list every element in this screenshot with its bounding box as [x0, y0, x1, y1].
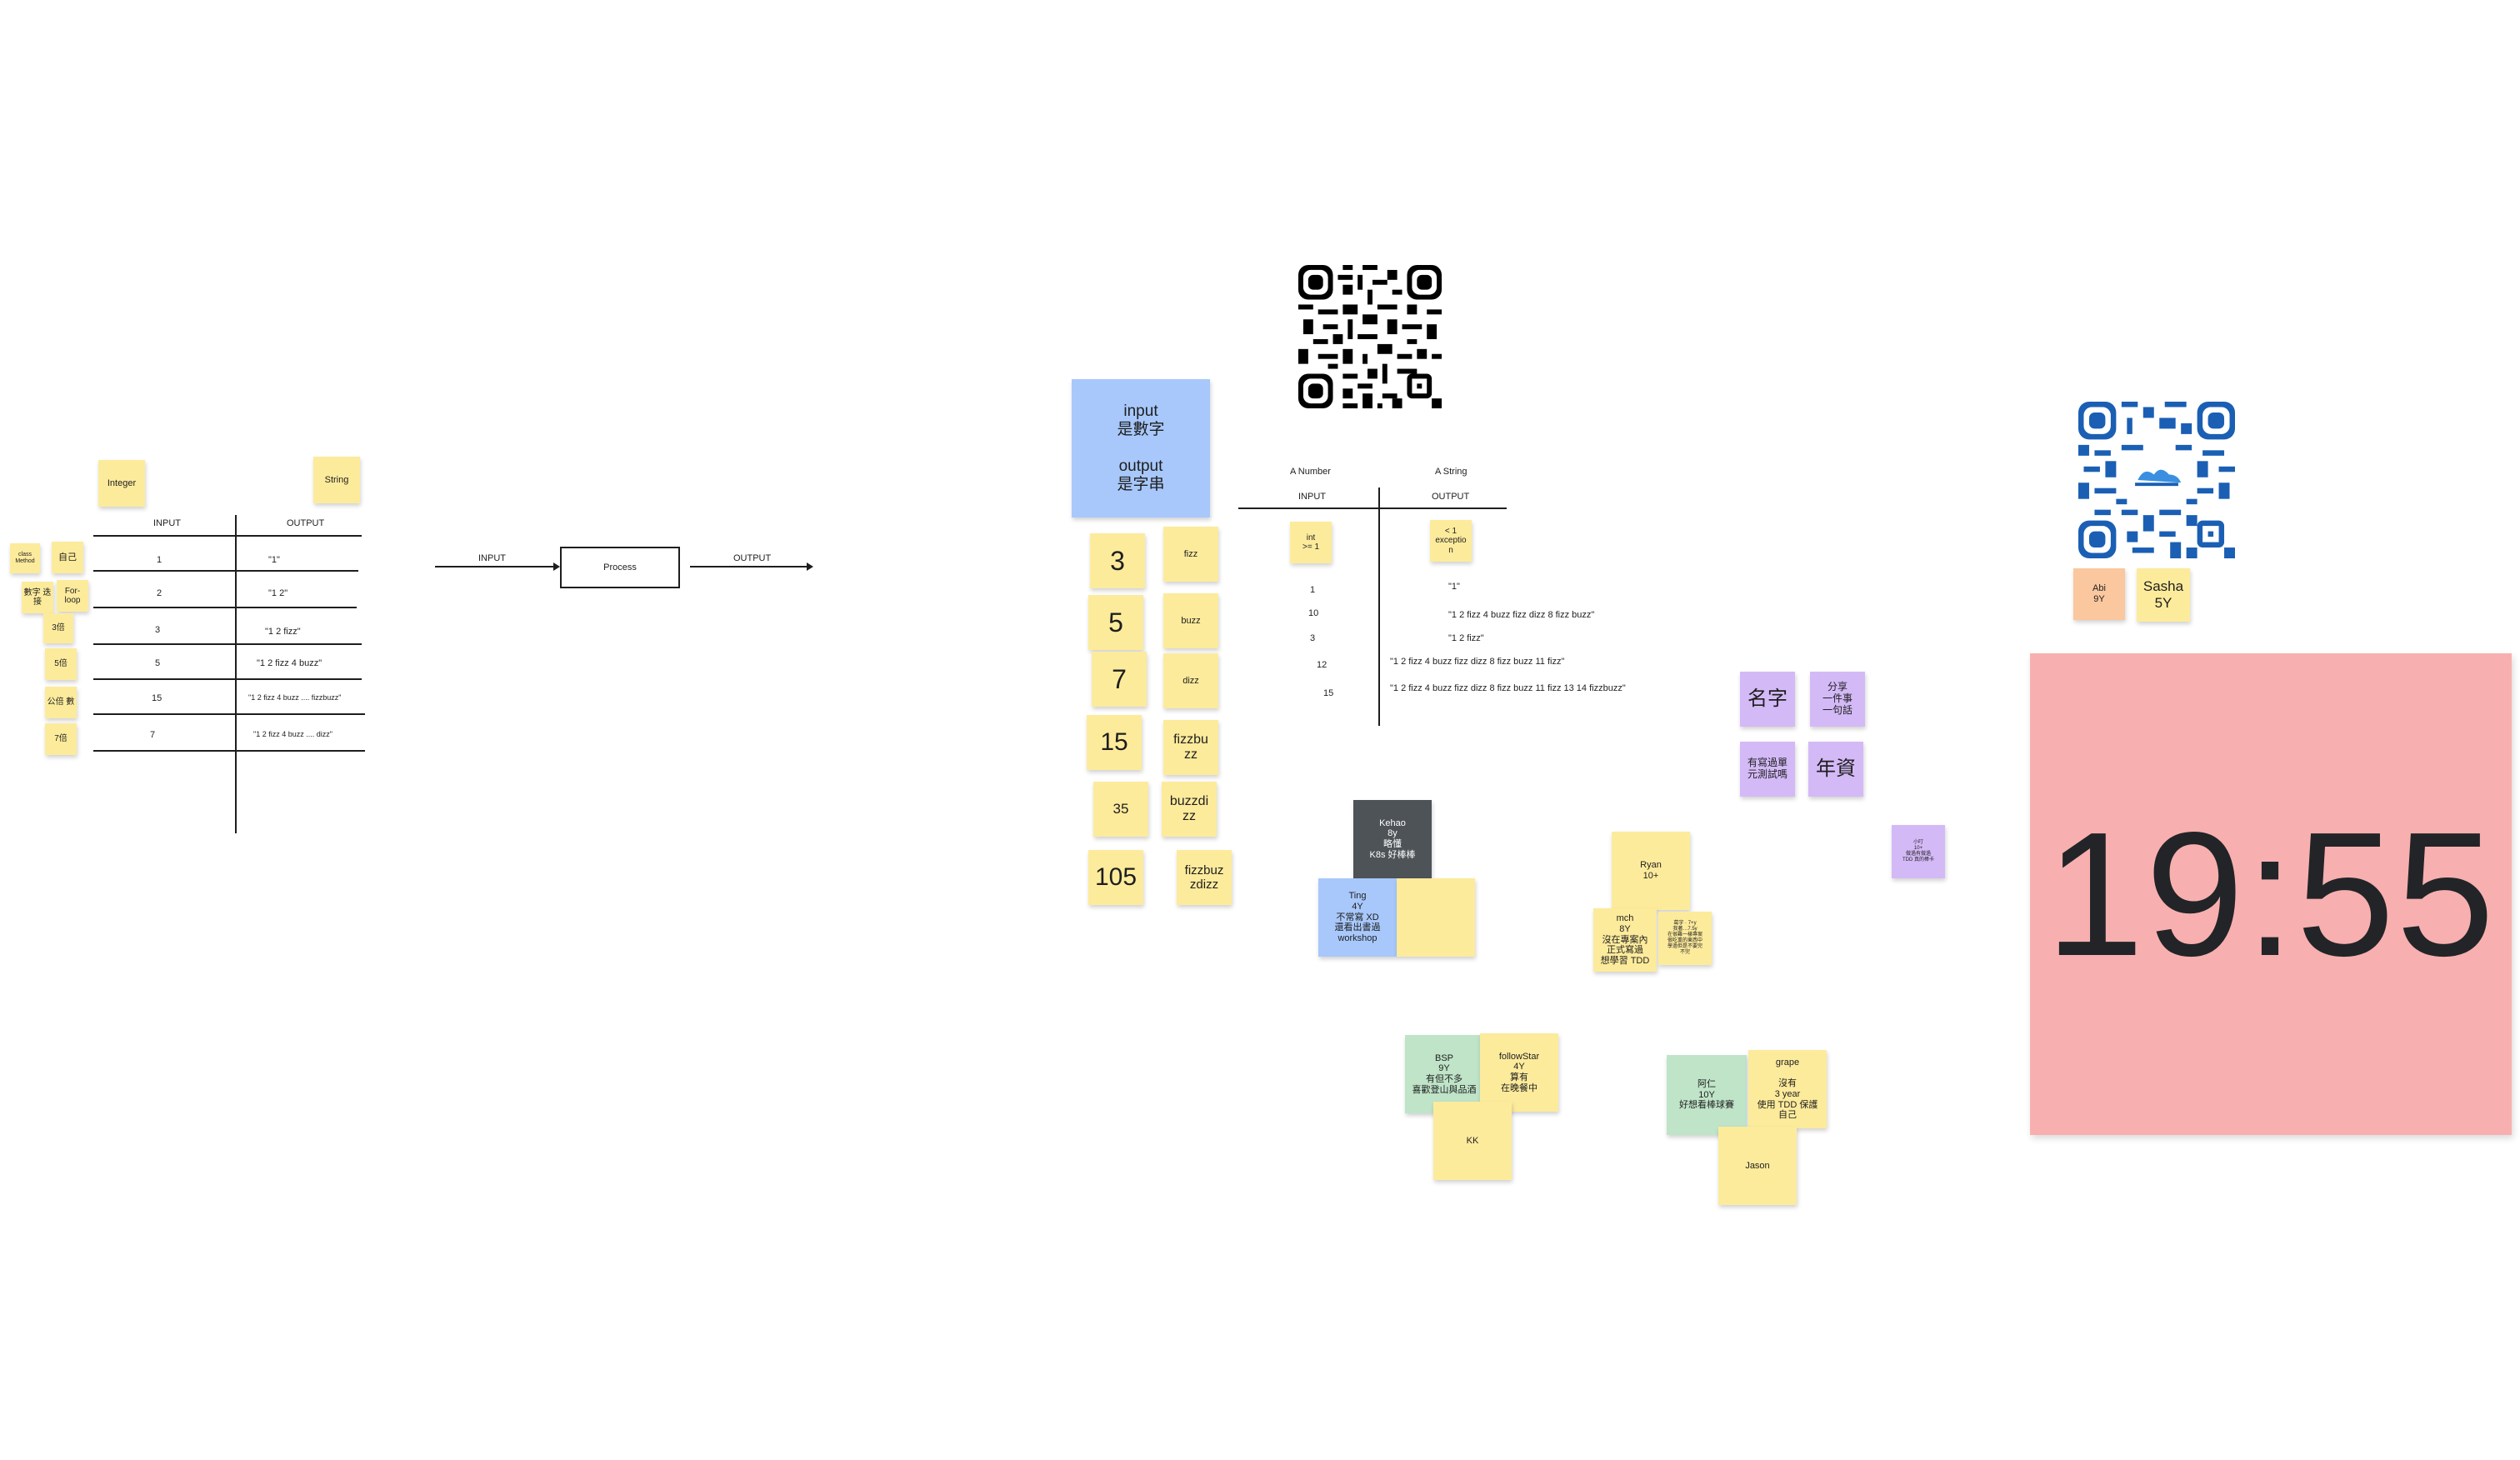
blue-note-io[interactable]: input 是數字 output 是字串	[1072, 379, 1210, 518]
a-number-label: A Number	[1290, 467, 1331, 477]
sticky-note[interactable]: For- loop	[57, 580, 88, 612]
word-note[interactable]: fizzbuz zdizz	[1177, 850, 1232, 905]
table-cell: 15	[152, 693, 162, 703]
purple-note-years[interactable]: 年資	[1808, 742, 1863, 797]
table-line	[93, 678, 362, 680]
a-string-label: A String	[1435, 467, 1468, 477]
col-output-header: OUTPUT	[287, 518, 325, 528]
number-note[interactable]: 5	[1088, 595, 1143, 650]
intro-note-ryan[interactable]: Ryan 10+	[1612, 832, 1690, 910]
mid-table-cell: 3	[1310, 633, 1316, 643]
table-cell: "1 2"	[268, 588, 288, 598]
table-cell: "1 2 fizz 4 buzz"	[257, 658, 322, 668]
countdown-timer[interactable]: 19:55	[2030, 653, 2512, 1135]
mid-table-cell: "1 2 fizz"	[1448, 633, 1484, 643]
mid-table-cell: "1"	[1448, 582, 1460, 592]
table-line	[93, 713, 365, 715]
intro-note-grape[interactable]: grape 沒有 3 year 使用 TDD 保護 自己	[1748, 1050, 1827, 1128]
table-line	[93, 750, 365, 752]
table-cell: "1 2 fizz 4 buzz .... fizzbuzz"	[248, 693, 342, 702]
mid-table-cell: 15	[1323, 688, 1334, 698]
mid-col-input: INPUT	[1298, 492, 1326, 502]
number-note[interactable]: 105	[1088, 850, 1143, 905]
table-line	[93, 570, 358, 572]
output-arrow	[690, 562, 813, 571]
intro-note-followstar[interactable]: followStar 4Y 算有 在晚餐中	[1480, 1033, 1558, 1112]
sticky-note[interactable]: 數字 迭接	[22, 582, 53, 613]
col-input-header: INPUT	[153, 518, 181, 528]
purple-note-share[interactable]: 分享 一件事 一句話	[1810, 672, 1865, 727]
number-note[interactable]: 15	[1087, 715, 1142, 770]
input-constraint-note[interactable]: int >= 1	[1290, 522, 1332, 563]
purple-note-small[interactable]: 小叮 10+ 做過有做過 TDD 真的棒卡	[1892, 825, 1945, 878]
word-note[interactable]: fizz	[1163, 527, 1218, 582]
intro-note-abi[interactable]: Abi 9Y	[2073, 568, 2125, 620]
table-line	[93, 643, 362, 645]
word-note[interactable]: buzz	[1163, 593, 1218, 648]
table-divider	[235, 515, 237, 833]
table-cell: 2	[157, 588, 162, 598]
timer-display: 19:55	[2045, 795, 2497, 992]
table-cell: 3	[155, 625, 161, 635]
purple-note-tdd[interactable]: 有寫過單 元測試嗎	[1740, 742, 1795, 797]
table-cell: 1	[157, 555, 162, 565]
mid-table-cell: "1 2 fizz 4 buzz fizz dizz 8 fizz buzz 1…	[1390, 683, 1626, 693]
mid-table-cell: 12	[1317, 660, 1328, 670]
mid-table-cell: 10	[1308, 608, 1319, 618]
output-constraint-note[interactable]: < 1 exceptio n	[1430, 520, 1472, 562]
mid-table-cell: "1 2 fizz 4 buzz fizz dizz 8 fizz buzz"	[1448, 610, 1595, 620]
intro-note-sasha[interactable]: Sasha 5Y	[2137, 568, 2190, 622]
qr-code-black	[1298, 265, 1442, 408]
flow-output-label: OUTPUT	[733, 553, 772, 563]
table-line	[93, 607, 357, 608]
process-box[interactable]: Process	[560, 547, 680, 588]
intro-note-small[interactable]: 葛宇 · 7+y 我著…7.5y 在很難一樣專案 很吃重的東西中 學過但是不要完…	[1658, 912, 1712, 965]
word-note[interactable]: buzzdi zz	[1162, 782, 1217, 837]
purple-note-name[interactable]: 名字	[1740, 672, 1795, 727]
word-note[interactable]: dizz	[1163, 653, 1218, 708]
sticky-note[interactable]: class Method	[10, 543, 40, 573]
flow-input-label: INPUT	[478, 553, 506, 563]
mid-table-cell: 1	[1310, 585, 1316, 595]
intro-note-jason[interactable]: Jason	[1718, 1127, 1797, 1205]
intro-note-ting[interactable]: Ting 4Y 不常寫 XD 還看出書過 workshop	[1318, 878, 1397, 957]
number-note[interactable]: 3	[1090, 533, 1145, 588]
table-cell: 7	[150, 730, 156, 740]
intro-note-aren[interactable]: 阿仁 10Y 好想看棒球賽	[1667, 1055, 1747, 1135]
table-line	[93, 535, 362, 537]
sticky-note[interactable]: 5倍	[45, 648, 77, 680]
word-note[interactable]: fizzbu zz	[1163, 720, 1218, 775]
intro-note-mch[interactable]: mch 8Y 沒在專案內 正式寫過 想學習 TDD	[1593, 908, 1657, 972]
string-note[interactable]: String	[313, 457, 360, 503]
table-cell: "1 2 fizz 4 buzz .... dizz"	[253, 730, 332, 738]
table-cell: "1"	[268, 555, 280, 565]
blank-sticky-note[interactable]	[1397, 878, 1475, 957]
mid-table-line	[1238, 508, 1507, 509]
integer-note[interactable]: Integer	[98, 460, 145, 507]
sticky-note[interactable]: 自己	[52, 542, 83, 573]
table-cell: "1 2 fizz"	[265, 627, 301, 637]
qr-code-blue	[2078, 402, 2235, 558]
number-note[interactable]: 35	[1093, 782, 1148, 837]
number-note[interactable]: 7	[1092, 652, 1147, 707]
mid-col-output: OUTPUT	[1432, 492, 1470, 502]
table-cell: 5	[155, 658, 161, 668]
intro-note-bsp[interactable]: BSP 9Y 有但不多 喜歡登山與品酒	[1405, 1035, 1483, 1113]
mid-table-divider	[1378, 488, 1380, 726]
input-arrow	[435, 562, 560, 571]
intro-note-kehao[interactable]: Kehao 8y 略懂 K8s 好棒棒	[1353, 800, 1432, 878]
mid-table-cell: "1 2 fizz 4 buzz fizz dizz 8 fizz buzz 1…	[1390, 657, 1565, 667]
sticky-note[interactable]: 7倍	[45, 723, 77, 755]
sticky-note[interactable]: 公倍 數	[45, 687, 77, 718]
sticky-note[interactable]: 3倍	[43, 613, 73, 643]
intro-note-kk[interactable]: KK	[1433, 1102, 1512, 1180]
